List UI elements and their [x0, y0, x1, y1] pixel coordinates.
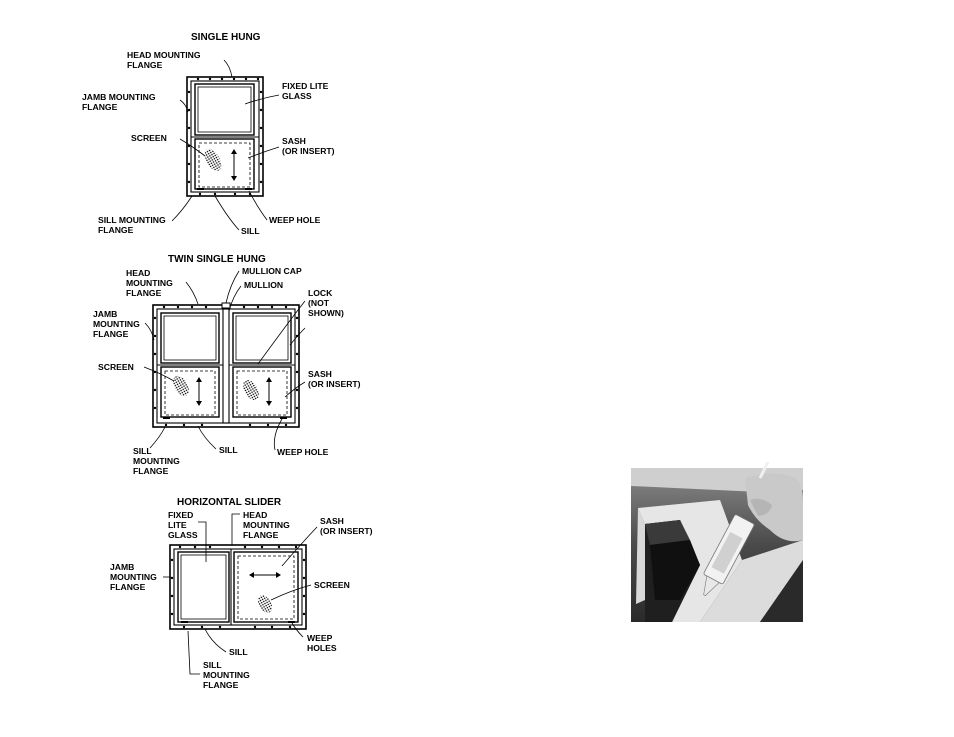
- slider-screen-mesh-icon: [257, 595, 273, 613]
- hs-sill-flange-label: SILL MOUNTING FLANGE: [203, 660, 252, 690]
- tsh-lock-label: LOCK (NOT SHOWN): [308, 288, 344, 318]
- horizontal-slider-title: HORIZONTAL SLIDER: [177, 497, 282, 508]
- sh-sill-flange-label: SILL MOUNTING FLANGE: [98, 215, 168, 235]
- sh-screen-label: SCREEN: [131, 133, 167, 143]
- single-hung-title: SINGLE HUNG: [191, 32, 261, 43]
- tsh-screen-label: SCREEN: [98, 362, 134, 372]
- tsh-head-flange-label: HEAD MOUNTING FLANGE: [126, 268, 175, 298]
- hs-fixed-lite-label: FIXED LITE GLASS: [168, 510, 198, 540]
- tsh-mullion-cap-label: MULLION CAP: [242, 266, 302, 276]
- tsh-sill-label: SILL: [219, 445, 238, 455]
- horizontal-slider-diagram: HORIZONTAL SLIDER: [110, 497, 373, 690]
- twin-left-screen-mesh-icon: [173, 375, 189, 397]
- sh-sill-label: SILL: [241, 226, 260, 236]
- hs-sill-label: SILL: [229, 647, 248, 657]
- twin-right-screen-mesh-icon: [243, 379, 259, 401]
- tsh-sash-label: SASH (OR INSERT): [308, 369, 361, 389]
- hs-head-flange-label: HEAD MOUNTING FLANGE: [243, 510, 292, 540]
- horizontal-slider-window: [169, 544, 307, 630]
- sh-fixed-lite-label: FIXED LITE GLASS: [282, 81, 331, 101]
- hs-jamb-flange-label: JAMB MOUNTING FLANGE: [110, 562, 159, 592]
- tsh-jamb-flange-label: JAMB MOUNTING FLANGE: [93, 309, 142, 339]
- single-hung-window: [186, 76, 264, 197]
- hs-weep-holes-label: WEEP HOLES: [307, 633, 337, 653]
- twin-single-hung-title: TWIN SINGLE HUNG: [168, 254, 266, 265]
- tsh-sill-flange-label: SILL MOUNTING FLANGE: [133, 446, 182, 476]
- caulking-photo: [631, 461, 803, 622]
- twin-single-hung-diagram: TWIN SINGLE HUNG: [93, 254, 361, 476]
- screen-mesh-icon: [204, 149, 222, 171]
- tsh-mullion-label: MULLION: [244, 280, 283, 290]
- sh-sash-label: SASH (OR INSERT): [282, 136, 335, 156]
- sh-weep-hole-label: WEEP HOLE: [269, 215, 321, 225]
- sh-jamb-flange-label: JAMB MOUNTING FLANGE: [82, 92, 158, 112]
- tsh-weep-hole-label: WEEP HOLE: [277, 447, 329, 457]
- hs-sash-label: SASH (OR INSERT): [320, 516, 373, 536]
- hs-screen-label: SCREEN: [314, 580, 350, 590]
- sh-head-flange-label: HEAD MOUNTING FLANGE: [127, 50, 203, 70]
- single-hung-diagram: SINGLE HUNG: [82, 32, 335, 236]
- twin-single-hung-window: [152, 302, 300, 428]
